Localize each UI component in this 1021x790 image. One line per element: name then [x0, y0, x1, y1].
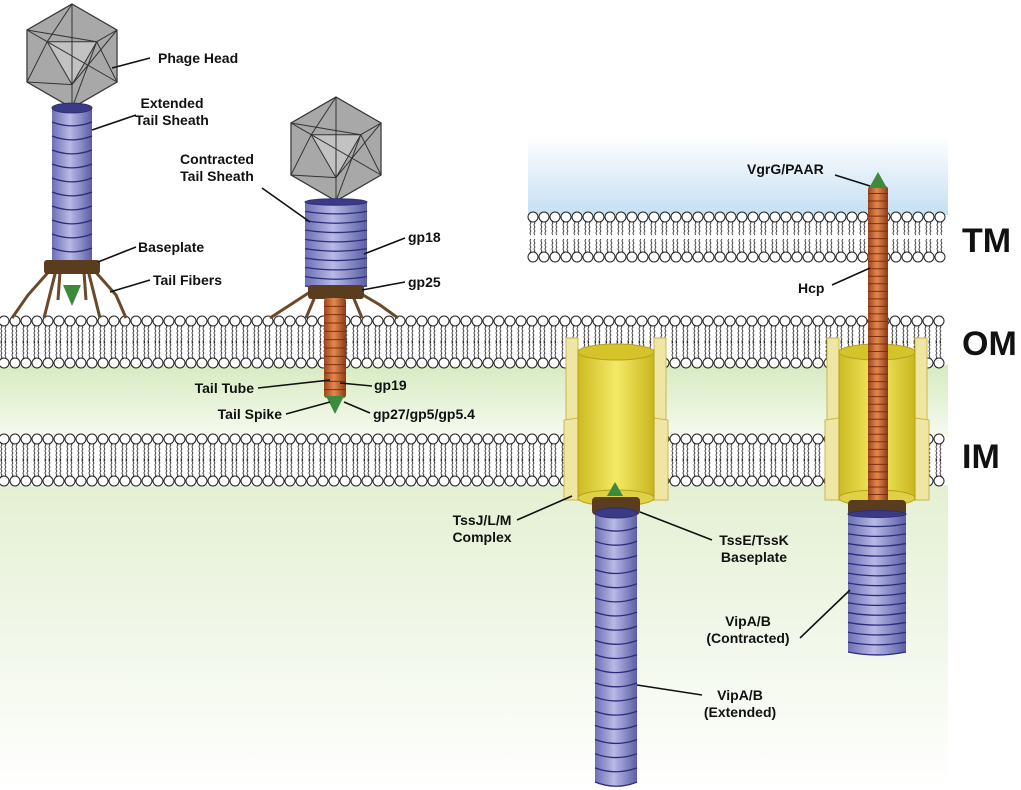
label-line: TssE/TssK	[719, 532, 789, 548]
baseplate-label: Baseplate	[138, 239, 204, 255]
label-line: VipA/B	[717, 687, 763, 703]
vgrg-paar-label: VgrG/PAAR	[747, 161, 824, 177]
tail-tube	[324, 298, 346, 398]
contracted-tail-sheath	[304, 198, 368, 290]
label-line: Tail Sheath	[135, 112, 209, 128]
tail-spike	[63, 285, 81, 306]
label-line: Complex	[452, 529, 511, 545]
label-line: Baseplate	[721, 549, 787, 565]
membrane-label-im: IM	[962, 438, 1000, 476]
phage-head-label: Phage Head	[158, 50, 238, 66]
outer-membrane	[0, 315, 945, 369]
label-line: Contracted	[180, 151, 254, 167]
leader-lines	[91, 57, 871, 696]
label-line: VipA/B	[725, 613, 771, 629]
inner-membrane	[0, 433, 945, 487]
gp25-label: gp25	[408, 274, 441, 290]
tail-spike-label: Tail Spike	[218, 406, 283, 422]
gp18-label: gp18	[408, 229, 441, 245]
membrane-label-tm: TM	[962, 222, 1011, 260]
label-line: (Extended)	[704, 704, 776, 720]
phage-contracted	[269, 96, 399, 414]
t6ss-extended	[563, 337, 669, 787]
tssjlm-complex	[563, 337, 669, 507]
cytoplasm	[0, 485, 948, 790]
tail-tube-label: Tail Tube	[195, 380, 255, 396]
baseplate	[44, 260, 100, 274]
tail-fibers	[10, 267, 128, 319]
gp27-label: gp27/gp5/gp5.4	[373, 406, 475, 422]
phage-head-2	[290, 96, 382, 202]
phage-extended	[10, 3, 128, 319]
vipab-extended-label: VipA/B(Extended)	[704, 687, 776, 720]
membrane-label-om: OM	[962, 325, 1017, 363]
gp19-label: gp19	[374, 377, 407, 393]
target-membrane	[527, 211, 946, 263]
periplasm	[0, 365, 948, 437]
gp25-baseplate	[308, 285, 364, 299]
tail-spike-2	[326, 396, 344, 414]
label-line: TssJ/L/M	[453, 512, 512, 528]
vipab-contracted-label: VipA/B(Contracted)	[706, 613, 789, 646]
vgrg-tip	[607, 482, 623, 496]
label-line: (Contracted)	[706, 630, 789, 646]
label-line: Extended	[140, 95, 203, 111]
t6ss-contracted	[824, 172, 930, 656]
vipab-extended-sheath	[594, 507, 638, 787]
vipab-contracted-sheath	[847, 510, 907, 656]
extended-tail-sheath	[51, 102, 93, 267]
phage-head	[26, 3, 118, 109]
tail-fibers-label: Tail Fibers	[153, 272, 222, 288]
hcp-tube	[868, 186, 888, 502]
label-line: Tail Sheath	[180, 168, 254, 184]
hcp-label: Hcp	[798, 280, 824, 296]
vgrg-paar-tip	[869, 172, 887, 188]
